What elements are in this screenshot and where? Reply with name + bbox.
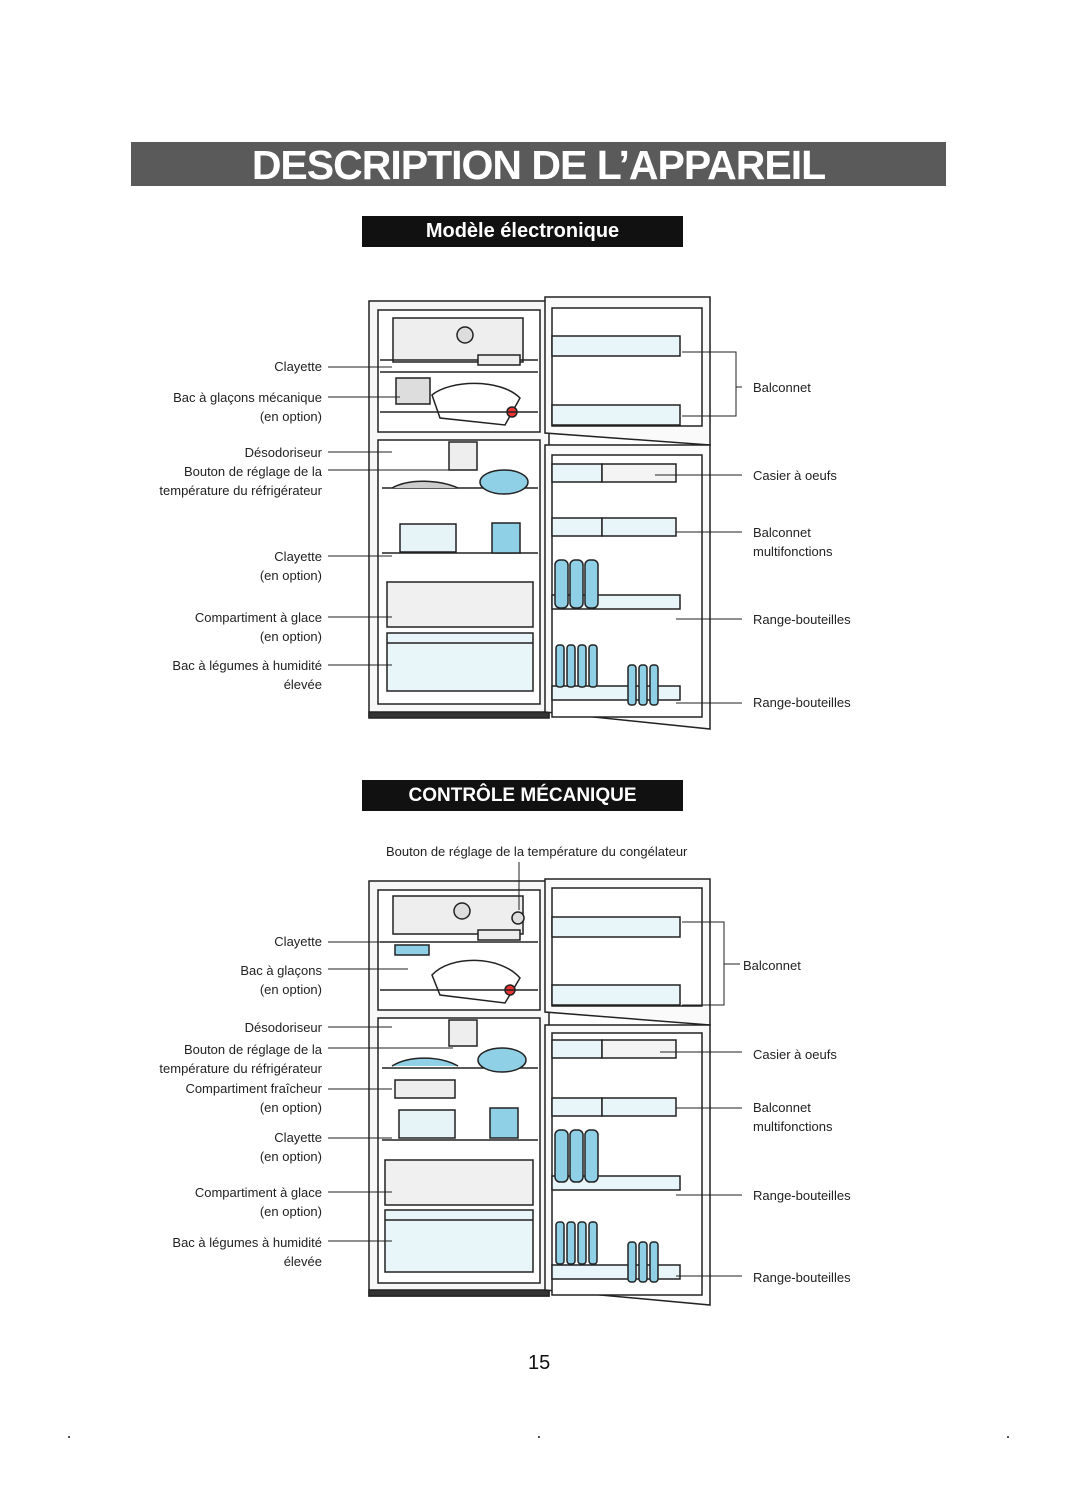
label-casier-oeufs: Casier à oeufs [753, 1047, 837, 1062]
label-compartiment-glace: Compartiment à glace(en option) [194, 610, 322, 644]
label-bouton-congelateur: Bouton de réglage de la température du c… [386, 844, 688, 859]
print-mark [68, 1436, 70, 1438]
page-number: 15 [528, 1352, 551, 1374]
label-range-bouteilles-2: Range-bouteilles [753, 1270, 851, 1285]
label-balconnet: Balconnet [743, 958, 801, 973]
section-heading-mechanical: CONTRÔLE MÉCANIQUE [362, 780, 683, 811]
label-casier-oeufs: Casier à oeufs [753, 468, 837, 483]
label-bac-glacons: Bac à glaçons(en option) [240, 963, 322, 997]
label-range-bouteilles-1: Range-bouteilles [753, 612, 851, 627]
label-compartiment-glace: Compartiment à glace(en option) [194, 1185, 322, 1219]
label-range-bouteilles-2: Range-bouteilles [753, 695, 851, 710]
label-clayette-option: Clayette(en option) [259, 1130, 322, 1164]
label-clayette-option: Clayette(en option) [259, 549, 322, 583]
label-balconnet: Balconnet [753, 380, 811, 395]
label-clayette: Clayette [274, 359, 322, 374]
label-compartiment-fraicheur: Compartiment fraîcheur(en option) [185, 1081, 322, 1115]
page-title-banner: DESCRIPTION DE L’APPAREIL [131, 142, 946, 188]
label-bac-glacons-mecanique: Bac à glaçons mécanique(en option) [173, 390, 322, 424]
print-mark [538, 1436, 540, 1438]
label-range-bouteilles-1: Range-bouteilles [753, 1188, 851, 1203]
section-heading-electronic: Modèle électronique [362, 216, 683, 247]
label-clayette: Clayette [274, 934, 322, 949]
page-title: DESCRIPTION DE L’APPAREIL [251, 142, 826, 188]
label-desodoriseur: Désodoriseur [244, 445, 322, 460]
print-mark [1007, 1436, 1009, 1438]
label-desodoriseur: Désodoriseur [244, 1020, 322, 1035]
